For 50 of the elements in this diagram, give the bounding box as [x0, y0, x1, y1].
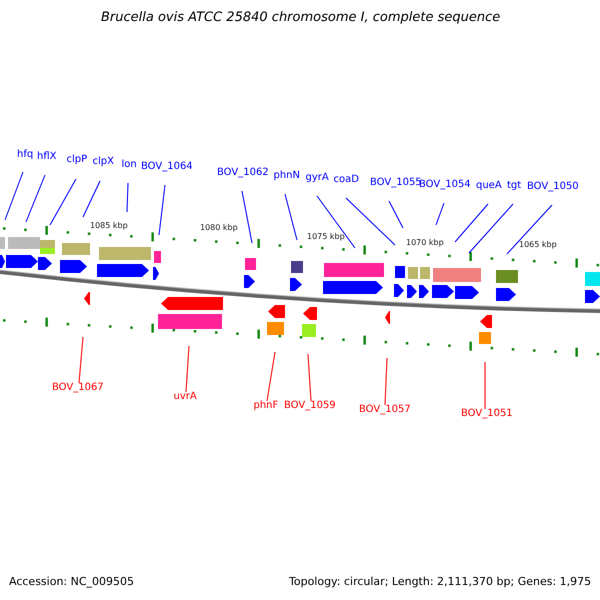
gene-label: clpX — [92, 157, 114, 167]
gene-label: BOV_1050 — [527, 182, 579, 192]
gene-label: hflX — [37, 152, 56, 162]
gene-label: hfq — [17, 150, 34, 160]
accession-text: Accession: NC_009505 — [9, 576, 134, 587]
leader-line — [454, 204, 488, 242]
gene-label: BOV_1057 — [359, 405, 411, 415]
leader-line — [384, 358, 388, 406]
leader-line — [266, 352, 276, 402]
gene-label: tgt — [507, 181, 522, 191]
leader-line — [158, 184, 166, 236]
gene-label: BOV_1064 — [141, 162, 193, 172]
leader-line — [506, 204, 552, 254]
gene-label: BOV_1067 — [52, 383, 104, 393]
gene-label: phnN — [274, 171, 300, 181]
leader-line — [316, 196, 356, 248]
leader-line — [284, 194, 298, 240]
gene-label: BOV_1059 — [284, 401, 336, 411]
leader-line — [50, 178, 76, 226]
leader-line — [186, 346, 190, 392]
scale-label: 1065 kbp — [519, 241, 557, 249]
scale-label: 1085 kbp — [90, 222, 128, 230]
leader-line — [82, 180, 100, 218]
gene-label: uvrA — [174, 392, 197, 402]
gene-label: phnF — [254, 401, 278, 411]
scale-label: 1070 kbp — [406, 239, 444, 247]
leader-line — [242, 190, 252, 244]
leader-line — [4, 172, 24, 220]
gene-label: gyrA — [306, 173, 329, 183]
gene-label: BOV_1055 — [370, 178, 422, 188]
leader-line — [126, 182, 128, 212]
leader-line — [484, 362, 486, 410]
gene-label: clpP — [66, 155, 88, 165]
genome-info-text: Topology: circular; Length: 2,111,370 bp; Genes: 1,975 — [289, 576, 592, 587]
gene-label: BOV_1051 — [461, 409, 513, 419]
leader-line — [346, 198, 396, 246]
gene-label: queA — [476, 181, 502, 191]
leader-line — [308, 354, 312, 402]
diagram-title: Brucella ovis ATCC 25840 chromosome I, complete sequence — [101, 11, 500, 24]
leader-line — [78, 336, 84, 384]
gene-label: lon — [122, 160, 137, 170]
gene-label: BOV_1054 — [419, 180, 471, 190]
scale-label: 1075 kbp — [307, 233, 345, 241]
leader-line — [436, 202, 444, 226]
gene-label: coaD — [334, 175, 359, 185]
leader-line — [26, 174, 46, 222]
scale-label: 1080 kbp — [200, 224, 238, 232]
leader-line — [388, 200, 404, 228]
gene-label: BOV_1062 — [217, 168, 269, 178]
leader-line — [468, 204, 514, 254]
